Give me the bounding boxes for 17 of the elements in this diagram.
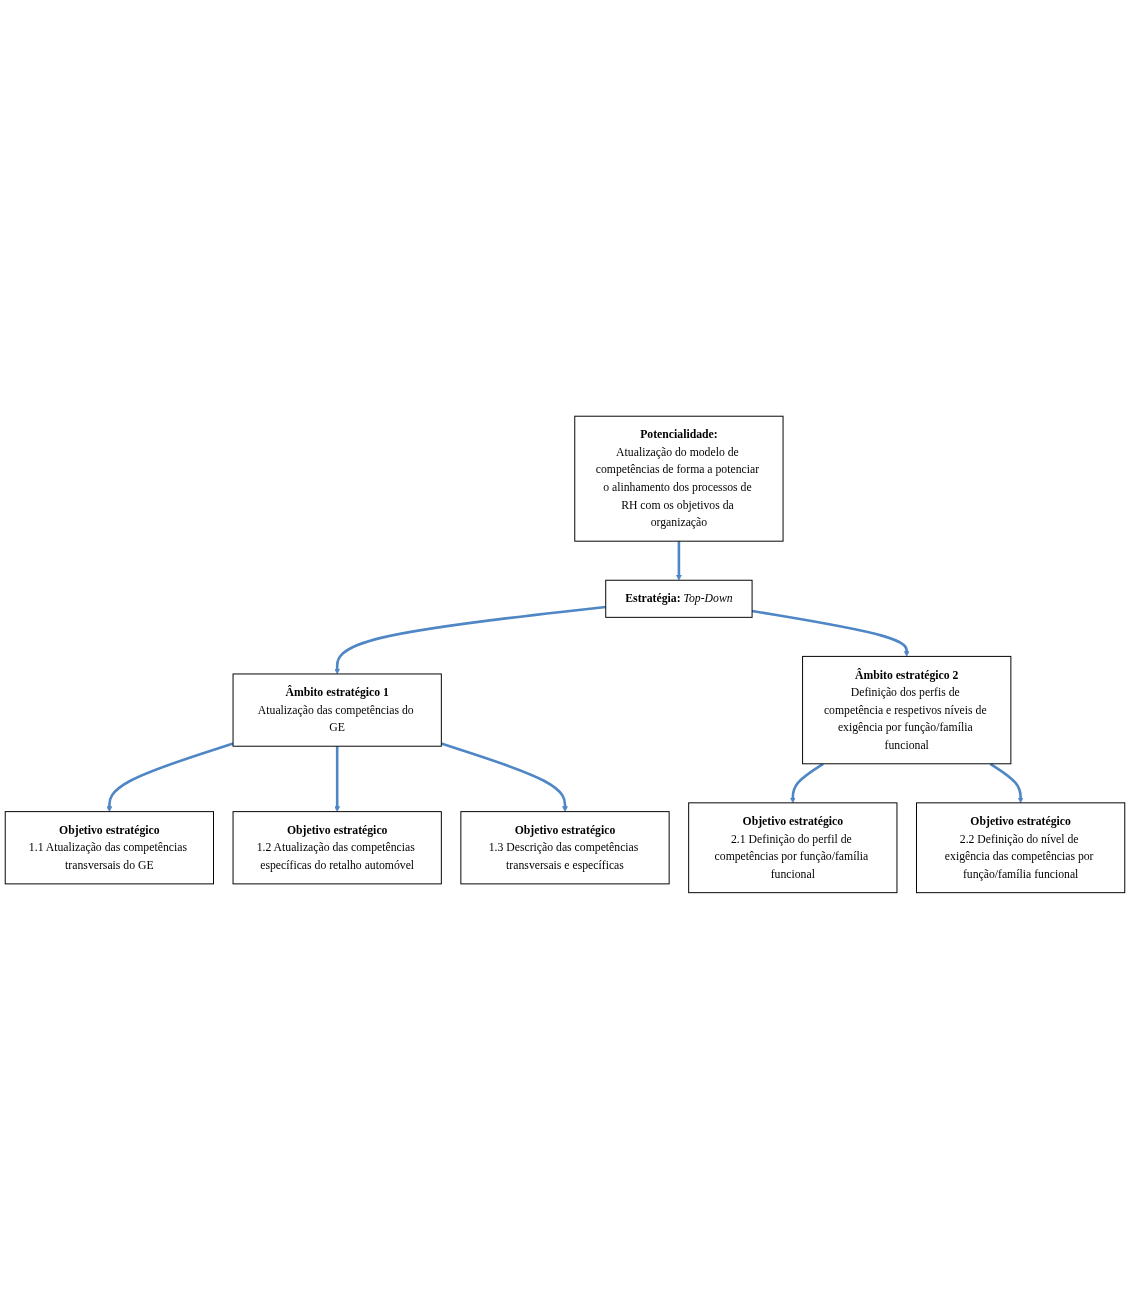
node-box: Objetivo estratégico 1.1 Atualização das competências transversais do GE <box>4 811 214 885</box>
node-box: Estratégia: Top-Down <box>605 579 753 618</box>
arrow <box>989 762 1024 804</box>
arrow <box>440 742 568 812</box>
arrow <box>751 609 910 657</box>
node-box: Âmbito estratégico 2 Definição dos perfis de competência e respetivos níveis de exigência por função/família funcional <box>802 655 1012 765</box>
node-box: Objetivo estratégico 1.2 Atualização das competências específicas do retalho automóvel <box>232 811 442 885</box>
node-box: Âmbito estratégico 1 Atualização das competências do GE <box>232 673 442 747</box>
node-box: Objetivo estratégico 2.1 Definição do perfil de competências por função/família funcional <box>688 802 898 894</box>
arrow <box>676 541 682 581</box>
node-box: Potencialidade: Atualização do modelo de competências de forma a potenciar o alinhamento dos processos de RH com os objetivos da organização <box>574 415 784 542</box>
arrow <box>334 605 606 675</box>
arrow <box>106 742 234 812</box>
arrow <box>789 762 824 804</box>
arrow <box>334 746 341 812</box>
node-box: Objetivo estratégico 2.2 Definição do nível de exigência das competências por função/família funcional <box>916 802 1126 894</box>
node-box: Objetivo estratégico 1.3 Descrição das competências transversais e específicas <box>460 811 670 885</box>
